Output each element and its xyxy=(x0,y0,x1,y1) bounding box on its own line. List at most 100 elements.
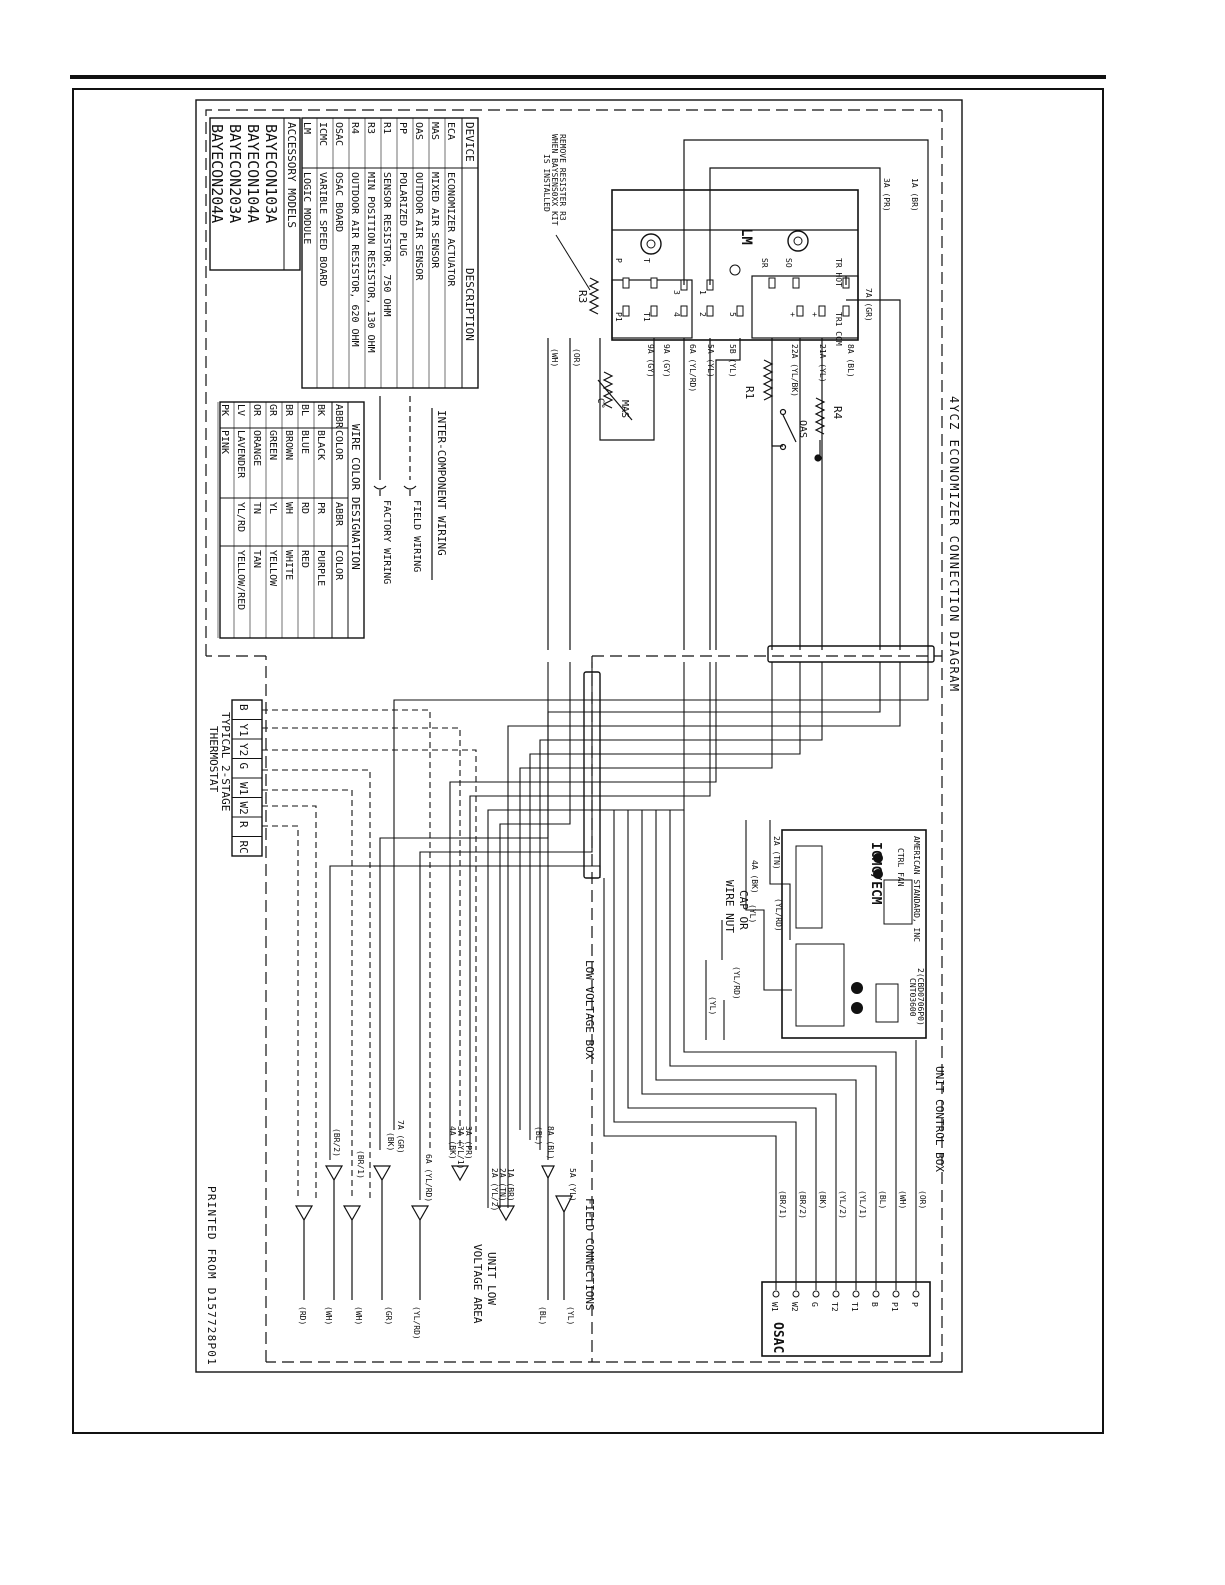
fld-2a-tn: 2A (TN) xyxy=(498,1168,507,1202)
icmc-lbl-yl-1: (YL) xyxy=(748,904,757,923)
lm-pin-label: TR1 COM xyxy=(834,312,843,346)
icmc-led-3 xyxy=(851,982,863,994)
device-code: LM xyxy=(301,122,312,134)
wire-color-title: WIRE COLOR DESIGNATION xyxy=(349,424,362,570)
out-wh-1: (WH) xyxy=(354,1306,363,1325)
mas-sensor xyxy=(602,371,614,409)
connector-wh-2 xyxy=(324,1165,344,1182)
lm-pin-label: 4 xyxy=(672,312,681,317)
tstat-y2-wire xyxy=(262,749,477,1150)
lm-wire-labels: 1A (BR) 3A (PR) 7A (GR) 8A (BL) 21A (YL)… xyxy=(550,178,919,397)
lbl-9a-gy-2: 9A (GY) xyxy=(646,344,655,378)
drawing-border xyxy=(195,99,963,1373)
osac-terminal-label: P1 xyxy=(890,1302,899,1312)
connector-yl-rd xyxy=(410,1205,430,1222)
wire-color-abbr: YL/RD xyxy=(235,502,246,532)
lm-pin xyxy=(792,277,800,289)
remove-note-line-2: WHEN BAYSENS0XX KIT xyxy=(550,134,559,226)
mas-sub-label: C° xyxy=(595,398,605,409)
device-description: OUTDOOR AIR RESISTOR, 620 OHM xyxy=(349,172,360,347)
wire-color-name: PINK xyxy=(219,430,230,454)
wire-color-abbr: YL xyxy=(267,502,278,514)
description-header: DESCRIPTION xyxy=(463,268,476,341)
wiring-legend xyxy=(373,396,433,580)
lbl-6a-yl-rd: 6A (YL/RD) xyxy=(688,344,697,392)
inter-component-label: INTER-COMPONENT WIRING xyxy=(435,410,448,556)
wire-color-abbr: WH xyxy=(283,502,294,514)
icmc-connector-block xyxy=(795,845,823,929)
lm-pin xyxy=(796,305,804,317)
icmc-board: AMERICAN STANDARD, INC ICMC/ECM CTRL FAN… xyxy=(781,829,927,1039)
out-gr: (GR) xyxy=(384,1306,393,1325)
oas-label: OAS xyxy=(797,420,808,438)
bus-2 xyxy=(547,662,881,1160)
lm-pin-label: TR HOT xyxy=(834,258,843,287)
thermostat-terminal: W2 xyxy=(237,802,250,815)
lm-led xyxy=(729,264,741,276)
lbl-or: (OR) xyxy=(572,348,581,367)
accessory-model: BAYECON203A xyxy=(226,124,244,223)
top-rule xyxy=(70,75,1106,79)
icmc-wires xyxy=(705,820,792,1040)
device-code: PP xyxy=(397,122,408,134)
wire-color-abbr: PK xyxy=(219,404,230,416)
lm-pin xyxy=(622,305,630,317)
osac-wire-b xyxy=(669,810,877,1290)
tstat-r-wire xyxy=(262,825,299,1200)
connector-wh-1 xyxy=(342,1205,362,1222)
lm-pin xyxy=(706,305,714,317)
icmc-led-4 xyxy=(851,1002,863,1014)
wire-color-abbr: PR xyxy=(315,502,326,515)
osac-wire-label: (BK) xyxy=(818,1190,827,1209)
lm-mount-hole-2-inner xyxy=(793,236,803,246)
lm-pin-label: 5 xyxy=(728,312,737,317)
icmc-lbl-4a: 4A (BK) xyxy=(750,860,759,894)
wire-color-abbr: TN xyxy=(251,502,262,514)
connector-pr xyxy=(450,1165,470,1182)
wire-color-name: BLACK xyxy=(315,430,326,460)
wire-col-color-2: COLOR xyxy=(333,550,344,581)
factory-brace xyxy=(373,485,387,496)
thermostat-field-wires xyxy=(262,709,477,1200)
osac-terminal-screw xyxy=(812,1290,820,1298)
lm-pin xyxy=(768,277,776,289)
wire-color-name: WHITE xyxy=(283,550,294,580)
icmc-wire-2a xyxy=(769,820,791,940)
lm-pin-label: 1 xyxy=(698,290,707,295)
mas-arrow xyxy=(597,379,633,421)
osac-wire-p1 xyxy=(683,810,897,1290)
bus-wires xyxy=(329,650,929,1208)
osac-terminal-label: P xyxy=(910,1302,919,1307)
lm-pin-label: P1 xyxy=(614,312,623,322)
out-yl: (YL) xyxy=(566,1306,575,1325)
lbl-21a-yl: 21A (YL) xyxy=(818,344,827,383)
lm-pin xyxy=(818,305,826,317)
wire-color-table: WIRE COLOR DESIGNATION ABBR COLOR ABBR C… xyxy=(217,401,365,639)
osac-wire-label: (OR) xyxy=(918,1190,927,1209)
wire-9a-gy-loop xyxy=(599,338,655,441)
wire-color-name: YELLOW xyxy=(267,550,278,587)
osac-wire-label: (BR/2) xyxy=(798,1190,807,1219)
fld-4a-bk: 4A (BK) xyxy=(448,1126,457,1160)
field-wiring-label: FIELD WIRING xyxy=(411,500,422,572)
bus-7 xyxy=(449,662,717,1150)
lm-mount-hole-1-inner xyxy=(646,239,656,249)
lm-pin xyxy=(622,277,630,289)
wire-color-name: GREEN xyxy=(267,430,278,460)
fld-br1: (BR/1) xyxy=(356,1150,365,1179)
tstat-w1-wire xyxy=(262,789,353,1200)
mas-label: MAS xyxy=(619,400,630,418)
bus-13 xyxy=(329,865,601,1160)
remove-note-leader xyxy=(555,234,591,291)
wire-7a-gr xyxy=(845,276,901,650)
osac-terminal-label: B xyxy=(870,1302,879,1307)
icmc-name: ICMC/ECM xyxy=(868,842,883,905)
bus-6 xyxy=(519,662,773,1130)
oas-contact-2 xyxy=(779,443,787,451)
icmc-led-2 xyxy=(873,869,883,879)
lbl-wh: (WH) xyxy=(550,348,559,367)
accessory-model: BAYECON104A xyxy=(244,124,262,223)
